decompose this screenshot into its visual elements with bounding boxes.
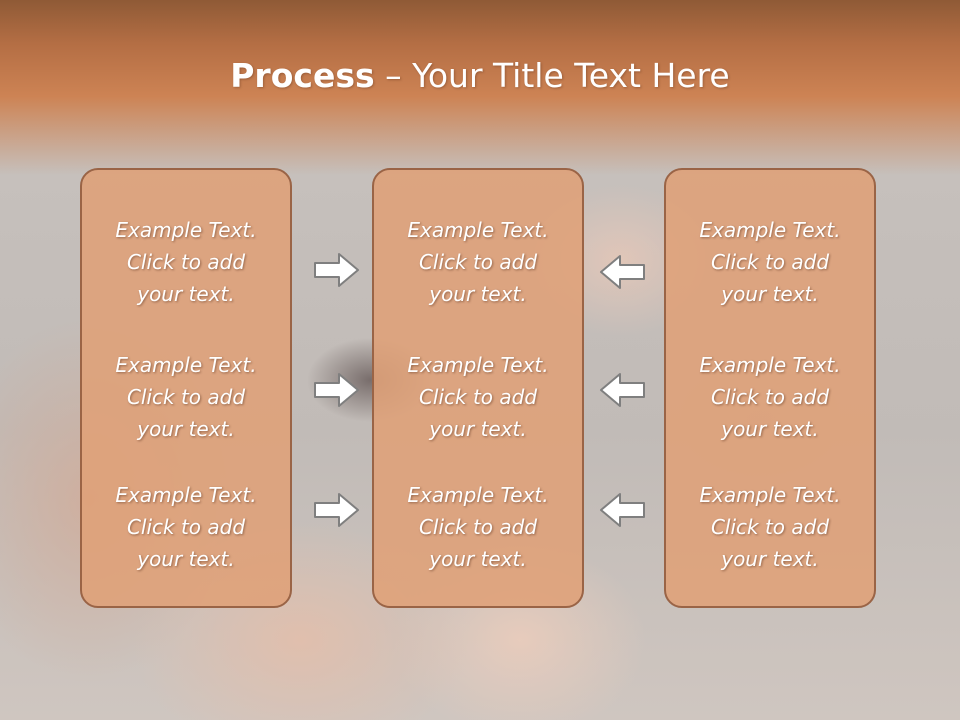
process-box-right[interactable]: Example Text. Click to add your text. Ex… xyxy=(664,168,876,608)
arrow-right-icon xyxy=(314,253,359,287)
arrow-left-icon xyxy=(600,373,645,407)
process-box-middle[interactable]: Example Text. Click to add your text. Ex… xyxy=(372,168,584,608)
box-middle-text-2[interactable]: Example Text. Click to add your text. xyxy=(407,353,549,441)
box-right-text-1[interactable]: Example Text. Click to add your text. xyxy=(699,218,841,306)
box-right-text-2[interactable]: Example Text. Click to add your text. xyxy=(699,353,841,441)
arrow-right-icon xyxy=(314,373,359,407)
process-box-left[interactable]: Example Text. Click to add your text. Ex… xyxy=(80,168,292,608)
title-banner xyxy=(0,0,960,175)
box-middle-text-3[interactable]: Example Text. Click to add your text. xyxy=(407,483,549,571)
arrow-right-icon xyxy=(314,493,359,527)
box-left-text-1[interactable]: Example Text. Click to add your text. xyxy=(115,218,257,306)
arrow-left-icon xyxy=(600,493,645,527)
box-middle-text-1[interactable]: Example Text. Click to add your text. xyxy=(407,218,549,306)
title-rest: – Your Title Text Here xyxy=(374,56,730,95)
box-left-text-3[interactable]: Example Text. Click to add your text. xyxy=(115,483,257,571)
arrow-left-icon xyxy=(600,255,645,289)
box-right-text-3[interactable]: Example Text. Click to add your text. xyxy=(699,483,841,571)
slide-title[interactable]: Process – Your Title Text Here xyxy=(0,54,960,98)
box-left-text-2[interactable]: Example Text. Click to add your text. xyxy=(115,353,257,441)
title-bold: Process xyxy=(230,56,375,95)
